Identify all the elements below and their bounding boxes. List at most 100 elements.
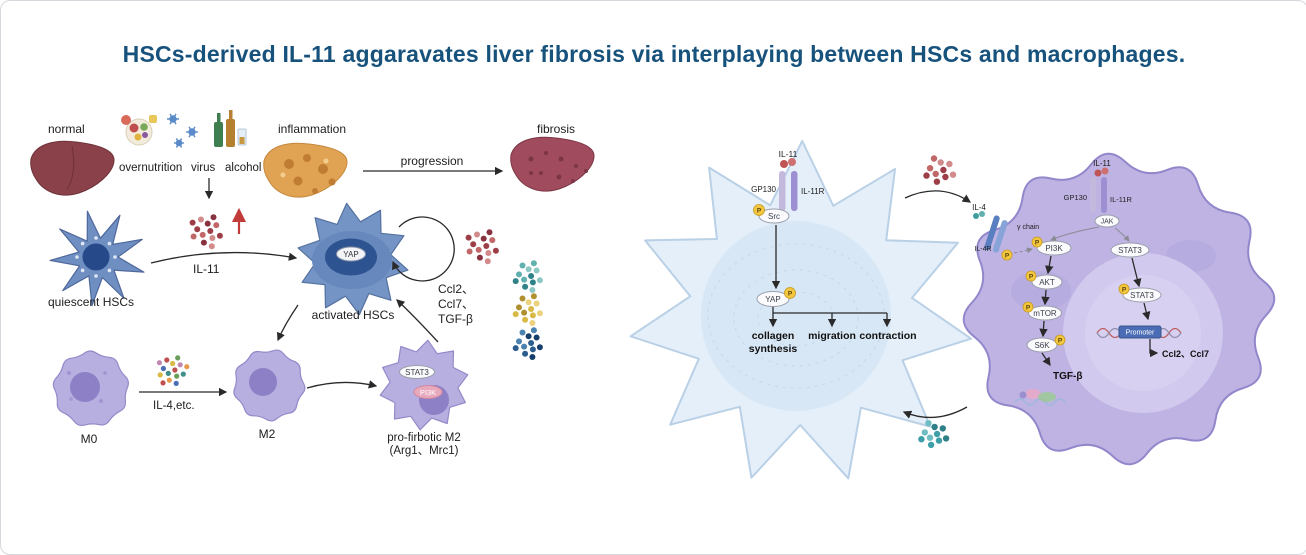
ccl2-label: Ccl2、 [438,282,474,296]
mtor-phospho-badge [1022,301,1034,313]
migration-label: migration [808,330,856,342]
mac-gp130-label: GP130 [1064,193,1087,202]
src-phospho-badge [753,204,765,216]
er-ring-1 [707,243,885,389]
stat3-oval [399,365,435,379]
mac-to-hsc-arrow [902,406,968,419]
jak-to-pi3k-line [1050,226,1100,241]
m0-label: M0 [81,432,98,446]
il4-dot1 [973,213,979,219]
tgfb-dots [512,327,543,360]
akt-label: AKT [1039,278,1055,287]
il4r-phospho-label: P [1005,252,1010,259]
virus-label: virus [191,162,216,174]
fibrosis-label: fibrosis [537,122,575,136]
hsc-il11-ligand-label: IL-11 [779,149,798,159]
il11-dots [189,214,223,250]
ccl2-ccl7-label: Ccl2、Ccl7 [1162,349,1209,359]
hsc-cell-interior [701,221,891,411]
il4-dot2 [979,211,985,217]
mac-il11r-label: IL-11R [1110,195,1133,204]
s6k-label: S6K [1034,341,1050,350]
mtor-to-s6k-arrow [1039,320,1048,338]
ccl2-dots [512,260,543,293]
profibrotic-genes-label: (Arg1、Mrc1) [389,445,458,457]
il11-label: IL-11 [193,262,220,276]
jak-label: JAK [1101,219,1114,226]
yap-phospho-badge [784,287,796,299]
intercell-il11-dots [923,155,957,185]
normal-liver-fissure [66,145,75,191]
s6k-oval [1026,337,1058,353]
inflammation-spots [280,154,336,194]
jak-to-stat3-line [1114,227,1130,242]
il4r-to-pi3k-arrow [1013,247,1033,254]
mac-il11-dot2 [1101,167,1109,175]
hsc-il11-ligand-dot [780,160,788,168]
src-oval [758,208,790,224]
hsc-detail-cell: IL-11 GP130 IL-11R Src P YAP P collagen [629,140,973,480]
tgfb-label: TGF-β [438,312,473,326]
overnutrition-label: overnutrition [119,162,182,174]
quiescent-hsc-droplets [75,236,117,278]
hsc-to-mac-arrow [904,190,972,203]
gp130-receptor-bar [779,171,786,211]
hsc-gp130-label: GP130 [751,185,776,194]
promoter-label: Promoter [1126,330,1155,337]
m2-to-hsc-arrow [396,299,439,343]
il11-activation-arrow [150,251,298,264]
mtor-label: mTOR [1033,309,1057,318]
mac-il11r-bar [1101,177,1107,213]
pi3k-label: PI3K [420,388,436,397]
akt-oval [1031,274,1063,290]
hsc-yap-label: YAP [765,295,780,304]
s6k-phospho-label: P [1058,337,1063,344]
mac-pi3k-oval [1036,240,1072,256]
food-plate-icon [121,115,157,146]
src-label: Src [768,212,780,221]
akt-phospho-badge [1025,270,1037,282]
mac-il11-ligand-label: IL-11 [1093,159,1111,168]
hsc-yap-oval [756,291,790,307]
alcohol-icons [214,110,247,147]
fibrosis-liver-icon [510,136,595,192]
fibrosis-texture [528,151,588,183]
s6k-to-tgfb-arrow [1041,352,1051,367]
yap-label: YAP [343,250,358,259]
mac-stat3p-oval [1122,287,1162,303]
mtor-oval [1028,305,1062,321]
stat3-label: STAT3 [405,368,429,377]
m2-label: M2 [259,427,276,441]
pi3k-phospho-label: P [1035,239,1040,246]
er-ring-2 [733,269,859,367]
m2-to-profibrotic-arrow [306,380,378,389]
m2-nucleus [249,368,277,396]
yap-phospho-label: P [788,291,793,298]
progression-label: progression [401,154,464,168]
mac-stat3p-label: STAT3 [1130,291,1154,300]
il11r-receptor-bar [791,171,798,211]
il4r-label: IL-4R [974,246,991,253]
profibrotic-m2-cell [379,339,469,431]
page-title: HSCs-derived IL-11 aggaravates liver fib… [122,41,1186,67]
il4-ligand-label: IL-4 [972,203,986,212]
promoter-output-arrow [1149,339,1159,358]
self-activation-loop-arrow [392,216,455,282]
diagram-canvas: normal [30,110,1276,480]
s6k-phospho-badge [1054,334,1066,346]
hsc-il11-ligand-dot2 [788,158,796,166]
stat3-to-dna-arrow [1142,302,1151,321]
mac-il11-dot1 [1094,169,1102,177]
inflammation-label: inflammation [278,122,346,136]
il4-cytokine-dots [156,355,190,386]
left-panel: normal [30,110,595,457]
quiescent-hsc-nucleus [82,243,110,271]
normal-label: normal [48,122,85,136]
stat3-activation-arrow [1131,257,1142,288]
virus-icons [167,113,198,148]
mac-stat3-label: STAT3 [1118,246,1142,255]
ccl7-dots [512,293,543,326]
il4-receptor-bars [984,215,1008,253]
pi3k-oval [413,385,443,399]
